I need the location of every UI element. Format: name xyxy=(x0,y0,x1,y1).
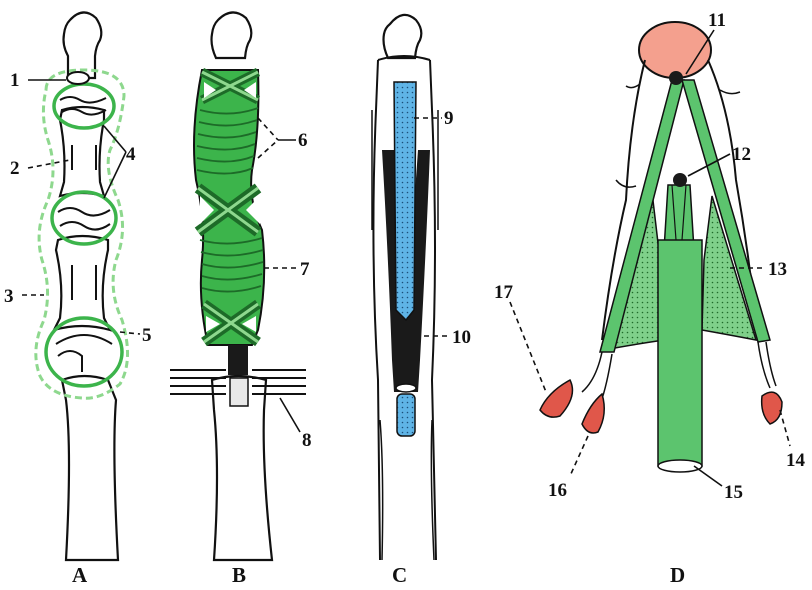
distal-phalanx xyxy=(64,12,102,78)
label-14: 14 xyxy=(786,450,806,471)
label-7: 7 xyxy=(300,259,310,280)
lumbrical-end-17 xyxy=(540,380,572,417)
metacarpal xyxy=(62,376,118,560)
flexor-digitorum-profundus xyxy=(394,82,416,320)
panel-d-finger xyxy=(540,22,782,472)
label-16: 16 xyxy=(548,480,567,501)
label-13: 13 xyxy=(768,259,787,280)
panel-c-finger xyxy=(372,15,438,560)
lumbrical-end-14 xyxy=(762,392,782,424)
label-9: 9 xyxy=(444,108,454,129)
nail xyxy=(639,22,711,78)
panel-label-c: C xyxy=(392,563,407,587)
panel-a-finger xyxy=(36,12,128,560)
label-3: 3 xyxy=(4,286,14,307)
label-2: 2 xyxy=(10,158,20,179)
lumbrical-end-16 xyxy=(582,394,604,433)
panel-label-d: D xyxy=(670,563,685,587)
label-11: 11 xyxy=(708,10,726,31)
proximal-phalanx xyxy=(54,236,110,330)
label-17: 17 xyxy=(494,282,514,303)
label-4: 4 xyxy=(126,144,136,165)
panel-letters: A B C D xyxy=(72,563,685,587)
panel-label-a: A xyxy=(72,563,88,587)
label-15: 15 xyxy=(724,482,743,503)
panel-label-b: B xyxy=(232,563,246,587)
label-6: 6 xyxy=(298,130,308,151)
label-8: 8 xyxy=(302,430,312,451)
middle-phalanx xyxy=(60,107,104,196)
flexor-tendon xyxy=(658,240,702,466)
panel-b-finger xyxy=(170,12,306,560)
label-10: 10 xyxy=(452,327,471,348)
label-5: 5 xyxy=(142,325,152,346)
label-12: 12 xyxy=(732,144,751,165)
label-1: 1 xyxy=(10,70,20,91)
